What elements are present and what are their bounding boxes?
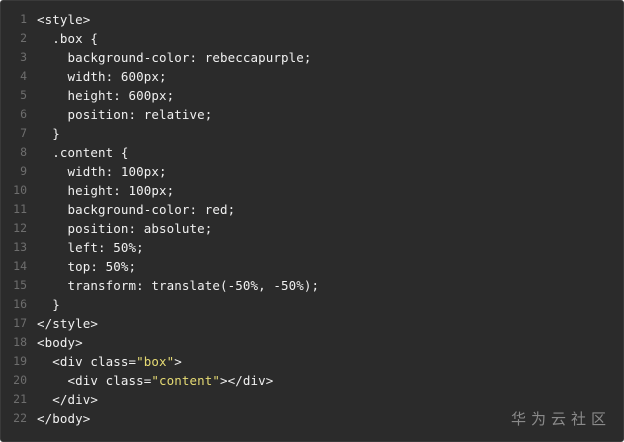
line-number: 3 — [20, 50, 27, 64]
code-line: 1 <style> — [1, 10, 623, 29]
line-number: 11 — [13, 202, 27, 216]
line-number: 19 — [13, 354, 27, 368]
code-token: ></div> — [220, 373, 274, 388]
line-number: 18 — [13, 335, 27, 349]
line-number: 16 — [13, 297, 27, 311]
line-number: 17 — [13, 316, 27, 330]
code-token: > — [174, 354, 182, 369]
code-token: <body> — [37, 335, 83, 350]
string-token: "box" — [136, 354, 175, 369]
code-line: 20 <div class="content"></div> — [1, 371, 623, 390]
line-number: 20 — [13, 373, 27, 387]
code-line: 18 <body> — [1, 333, 623, 352]
watermark: 华为云社区 — [510, 410, 611, 428]
code-text: </style> — [37, 314, 623, 333]
code-text: } — [37, 124, 623, 143]
code-text: <style> — [37, 10, 623, 29]
code-line: 12 position: absolute; — [1, 219, 623, 238]
code-token: </body> — [37, 411, 91, 426]
line-number: 21 — [13, 392, 27, 406]
code-token: <div class= — [37, 373, 152, 388]
code-line: 5 height: 600px; — [1, 86, 623, 105]
code-text: <div class="content"></div> — [37, 371, 623, 390]
code-text: width: 100px; — [37, 162, 623, 181]
line-number: 4 — [20, 69, 27, 83]
code-line: 2 .box { — [1, 29, 623, 48]
string-token: "content" — [151, 373, 221, 388]
line-number: 15 — [13, 278, 27, 292]
line-number: 14 — [13, 259, 27, 273]
code-text: position: absolute; — [37, 219, 623, 238]
code-token: background-color: red; — [37, 202, 236, 217]
code-text: } — [37, 295, 623, 314]
code-token: background-color: rebeccapurple; — [37, 50, 312, 65]
line-number: 2 — [20, 31, 27, 45]
code-line: 4 width: 600px; — [1, 67, 623, 86]
code-line: 14 top: 50%; — [1, 257, 623, 276]
code-line: 7 } — [1, 124, 623, 143]
code-text: position: relative; — [37, 105, 623, 124]
code-text: .box { — [37, 29, 623, 48]
code-token: </div> — [37, 392, 99, 407]
code-text: transform: translate(-50%, -50%); — [37, 276, 623, 295]
code-token: </style> — [37, 316, 99, 331]
code-token: position: absolute; — [37, 221, 213, 236]
code-token: height: 100px; — [37, 183, 175, 198]
code-text: </div> — [37, 390, 623, 409]
code-line: 17 </style> — [1, 314, 623, 333]
code-line: 22 </body> — [1, 409, 623, 428]
code-text: <div class="box"> — [37, 352, 623, 371]
line-number: 10 — [13, 183, 27, 197]
code-token: <style> — [37, 12, 91, 27]
line-number: 6 — [20, 107, 27, 121]
code-token: position: relative; — [37, 107, 213, 122]
code-token: transform: translate(-50%, -50%); — [37, 278, 320, 293]
code-text: top: 50%; — [37, 257, 623, 276]
code-text: height: 600px; — [37, 86, 623, 105]
code-token: <div class= — [37, 354, 137, 369]
code-line: 10 height: 100px; — [1, 181, 623, 200]
code-token: } — [37, 297, 60, 312]
code-token: width: 600px; — [37, 69, 167, 84]
line-number: 5 — [20, 88, 27, 102]
code-line: 8 .content { — [1, 143, 623, 162]
code-token: .box { — [37, 31, 99, 46]
code-line: 3 background-color: rebeccapurple; — [1, 48, 623, 67]
code-token: .content { — [37, 145, 129, 160]
code-token: left: 50%; — [37, 240, 144, 255]
code-text: .content { — [37, 143, 623, 162]
code-token: } — [37, 126, 60, 141]
code-line: 13 left: 50%; — [1, 238, 623, 257]
line-number: 12 — [13, 221, 27, 235]
code-line: 11 background-color: red; — [1, 200, 623, 219]
code-text: left: 50%; — [37, 238, 623, 257]
line-number: 9 — [20, 164, 27, 178]
line-number: 22 — [13, 411, 27, 425]
line-number: 7 — [20, 126, 27, 140]
code-line: 16 } — [1, 295, 623, 314]
line-number: 13 — [13, 240, 27, 254]
code-line: 15 transform: translate(-50%, -50%); — [1, 276, 623, 295]
code-text: <body> — [37, 333, 623, 352]
code-token: width: 100px; — [37, 164, 167, 179]
code-line: 21 </div> — [1, 390, 623, 409]
code-text: height: 100px; — [37, 181, 623, 200]
line-number: 8 — [20, 145, 27, 159]
code-line: 9 width: 100px; — [1, 162, 623, 181]
code-token: top: 50%; — [37, 259, 137, 274]
code-line: 19 <div class="box"> — [1, 352, 623, 371]
code-lines: 1<style>2 .box {3 background-color: rebe… — [1, 10, 623, 428]
code-line: 6 position: relative; — [1, 105, 623, 124]
code-token: height: 600px; — [37, 88, 175, 103]
code-text: width: 600px; — [37, 67, 623, 86]
code-text: background-color: red; — [37, 200, 623, 219]
line-number: 1 — [20, 12, 27, 26]
code-text: </body> — [37, 409, 623, 428]
code-text: background-color: rebeccapurple; — [37, 48, 623, 67]
